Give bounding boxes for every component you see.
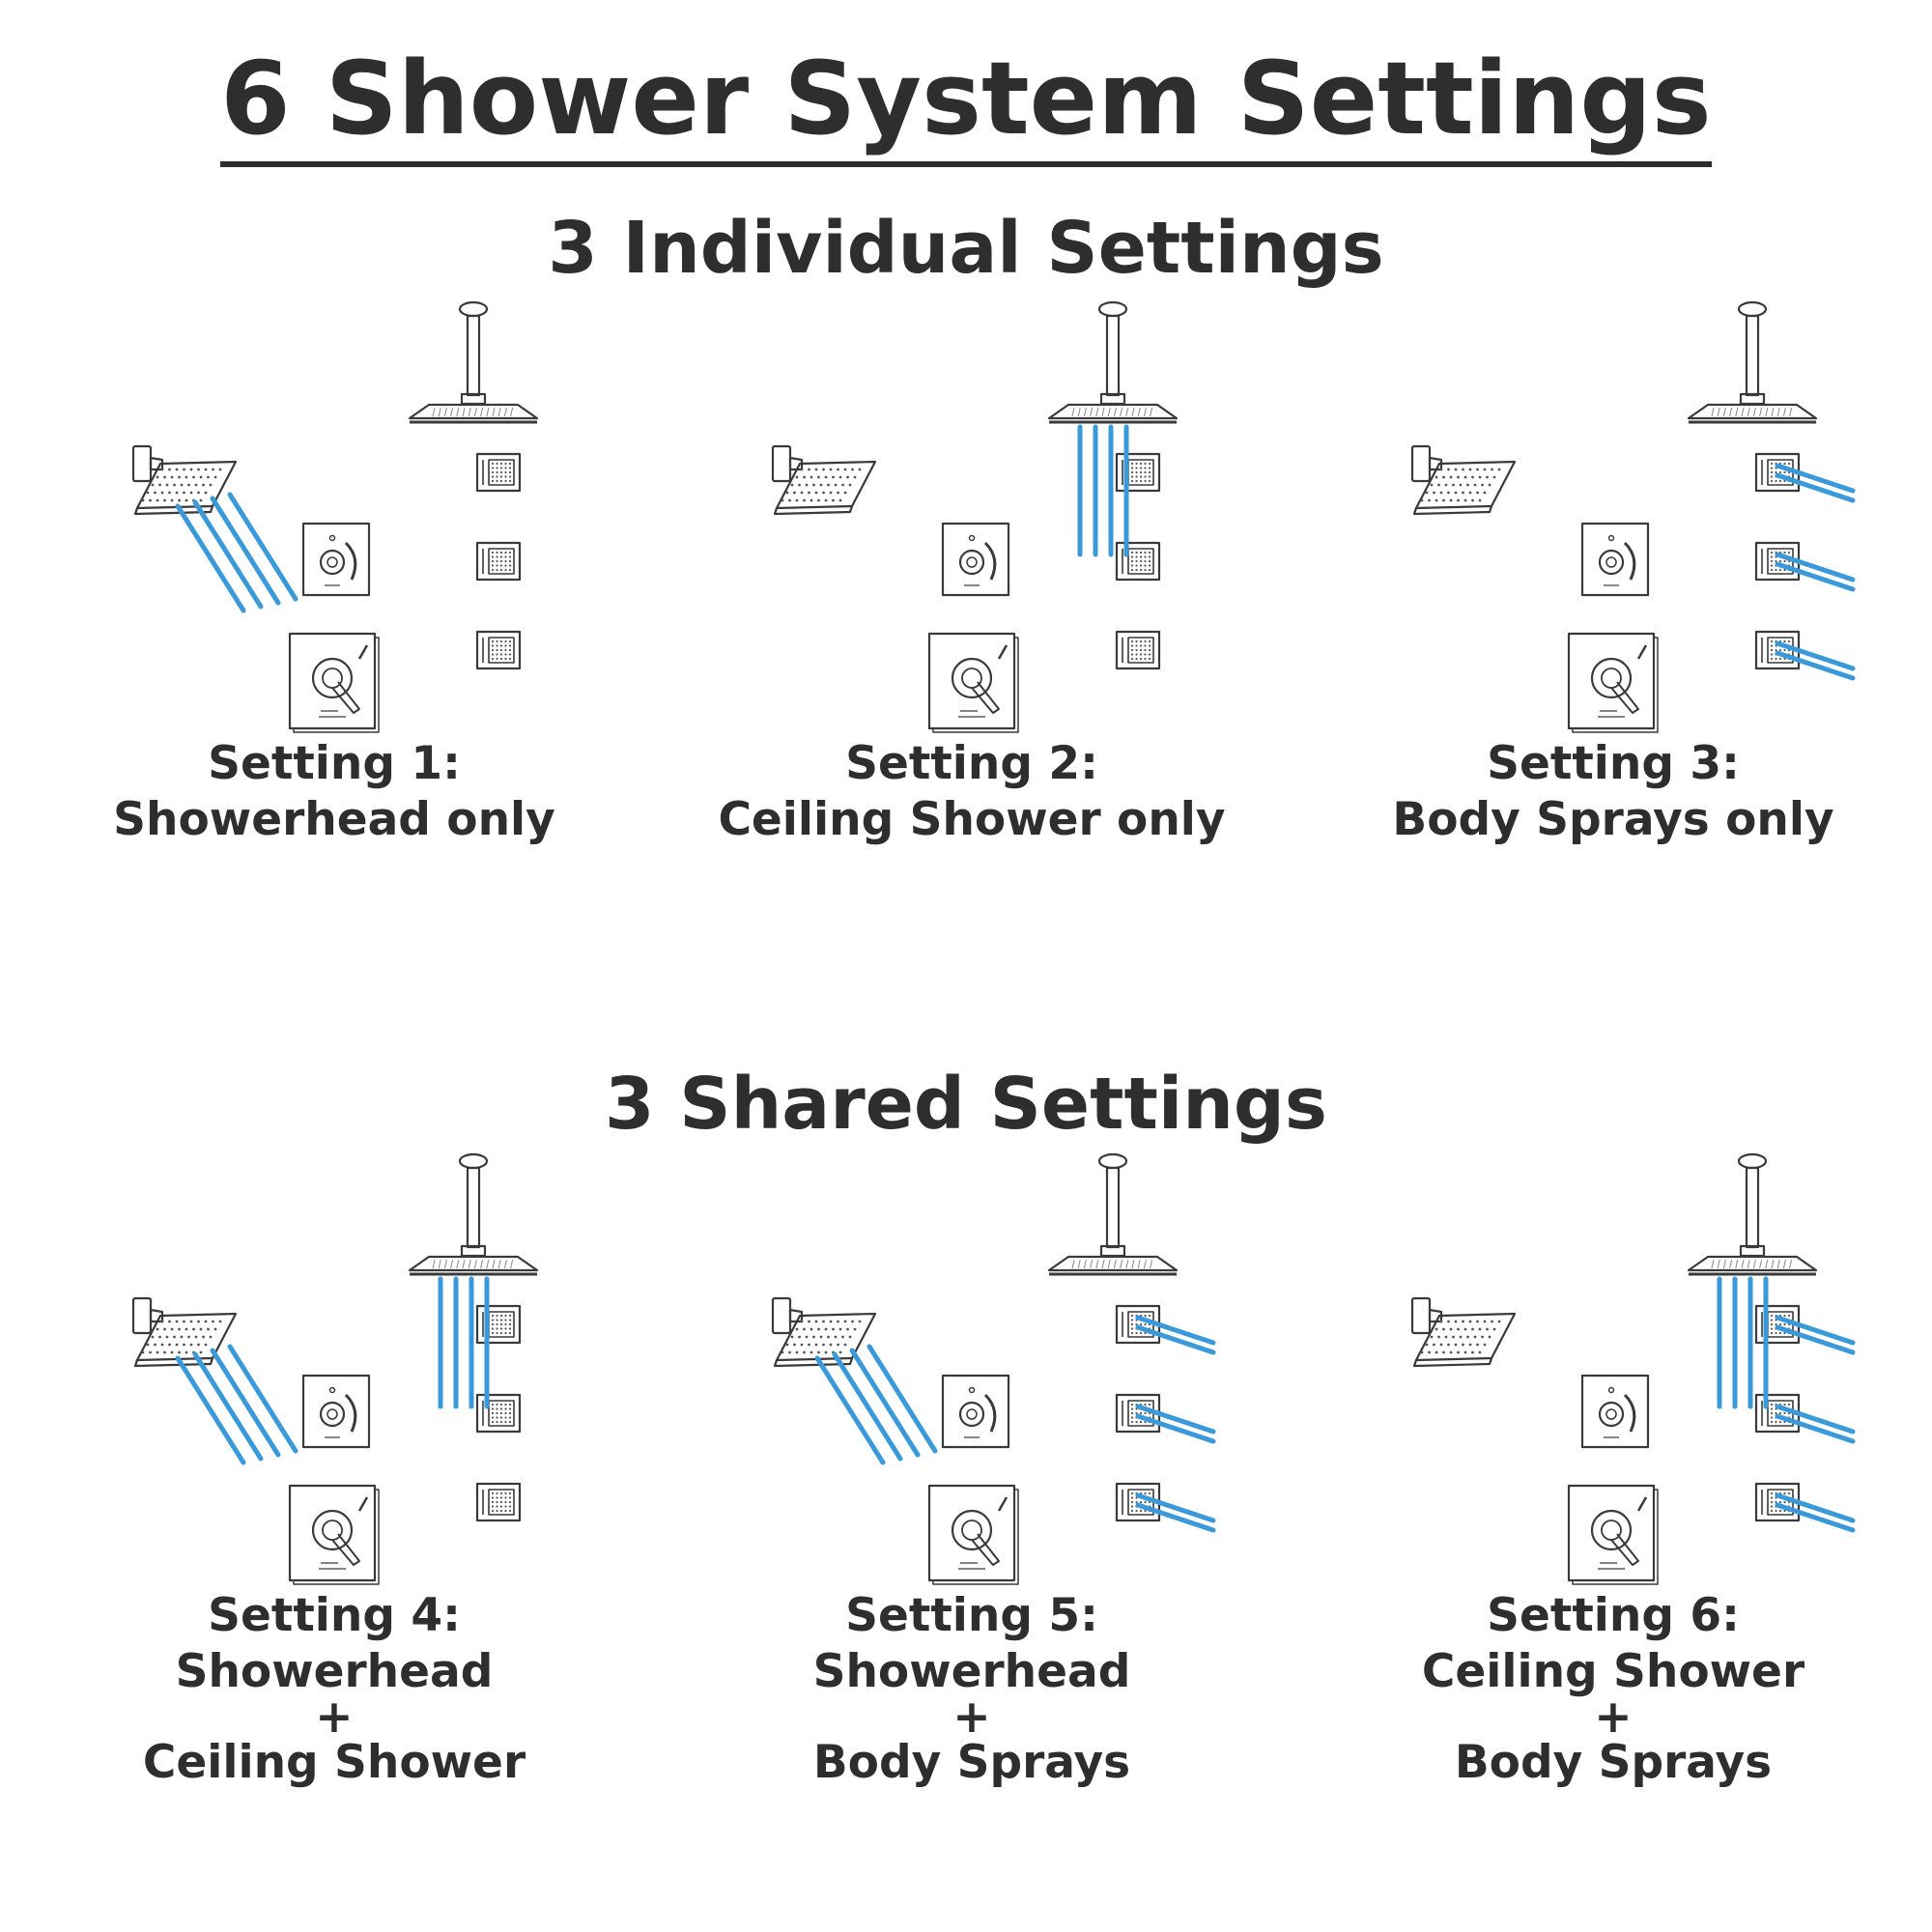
setting-3-diagram <box>1410 300 1856 733</box>
setting-1-label: Setting 1: Showerhead only <box>25 736 643 848</box>
body-spray-icon <box>475 452 522 493</box>
showerhead-water-stream <box>192 499 264 610</box>
body-spray-water-stream <box>1135 1502 1216 1533</box>
setting-description: Body Sprays <box>1454 1736 1773 1789</box>
diverter-valve-icon <box>941 1374 1010 1449</box>
diverter-valve-icon <box>301 1374 371 1449</box>
thermostatic-valve-icon <box>1567 632 1659 733</box>
setting-heading: Setting 2: <box>845 737 1098 790</box>
ceiling-shower-icon <box>1687 300 1818 424</box>
showerhead-water-stream <box>814 1355 886 1465</box>
body-spray-icon <box>475 1482 522 1522</box>
diverter-valve-icon <box>301 522 371 597</box>
thermostatic-valve-icon <box>288 632 380 733</box>
setting-6-diagram <box>1410 1152 1856 1585</box>
body-spray-icon <box>475 630 522 670</box>
body-spray-water-stream <box>1135 1404 1216 1435</box>
showerhead-water-stream <box>175 503 246 613</box>
showerhead-water-stream <box>227 492 298 602</box>
body-spray-icon <box>1115 541 1161 582</box>
thermostatic-valve-icon <box>927 1484 1019 1585</box>
showerhead-icon <box>771 444 877 516</box>
setting-description: Ceiling Shower <box>1421 1645 1805 1698</box>
diverter-valve-icon <box>1580 1374 1650 1449</box>
body-spray-water-stream <box>1775 1404 1856 1435</box>
body-spray-water-stream <box>1775 640 1856 671</box>
thermostatic-valve-icon <box>288 1484 380 1585</box>
showerhead-water-stream <box>210 496 281 606</box>
ceiling-shower-icon <box>408 300 539 424</box>
setting-5-label: Setting 5: Showerhead + Body Sprays <box>663 1588 1281 1791</box>
section-title-individual: 3 Individual Settings <box>548 207 1384 290</box>
diverter-valve-icon <box>1580 522 1650 597</box>
plus-sign: + <box>315 1690 354 1744</box>
showerhead-icon <box>1410 1296 1517 1368</box>
setting-description: Showerhead <box>175 1645 494 1698</box>
ceiling-shower-icon <box>1687 1152 1818 1276</box>
ceiling-shower-icon <box>1047 300 1179 424</box>
showerhead-water-stream <box>210 1348 281 1458</box>
ceiling-shower-icon <box>408 1152 539 1276</box>
setting-description: Body Sprays only <box>1392 793 1834 846</box>
showerhead-icon <box>1410 444 1517 516</box>
setting-2-diagram <box>771 300 1179 733</box>
setting-heading: Setting 1: <box>208 737 461 790</box>
setting-1-diagram <box>131 300 539 733</box>
body-spray-water-stream <box>1775 552 1856 582</box>
showerhead-water-stream <box>867 1344 938 1454</box>
plus-sign: + <box>1594 1690 1633 1744</box>
body-spray-icon <box>1115 630 1161 670</box>
body-spray-water-stream <box>1775 561 1856 592</box>
thermostatic-valve-icon <box>927 632 1019 733</box>
setting-6-label: Setting 6: Ceiling Shower + Body Sprays <box>1304 1588 1922 1791</box>
setting-heading: Setting 5: <box>845 1589 1098 1642</box>
body-spray-water-stream <box>1775 1502 1856 1533</box>
body-spray-icon <box>475 541 522 582</box>
body-spray-water-stream <box>1775 1324 1856 1355</box>
setting-heading: Setting 6: <box>1487 1589 1740 1642</box>
body-spray-water-stream <box>1135 1324 1216 1355</box>
showerhead-water-stream <box>175 1355 246 1465</box>
thermostatic-valve-icon <box>1567 1484 1659 1585</box>
body-spray-water-stream <box>1775 1413 1856 1444</box>
setting-description: Showerhead <box>812 1645 1131 1698</box>
setting-4-diagram <box>131 1152 539 1585</box>
setting-4-label: Setting 4: Showerhead + Ceiling Shower <box>25 1588 643 1791</box>
body-spray-water-stream <box>1135 1492 1216 1523</box>
body-spray-water-stream <box>1775 1315 1856 1346</box>
section-title-shared: 3 Shared Settings <box>605 1063 1327 1146</box>
setting-description: Showerhead only <box>113 793 555 846</box>
body-spray-icon <box>1115 452 1161 493</box>
diverter-valve-icon <box>941 522 1010 597</box>
showerhead-water-stream <box>227 1344 298 1454</box>
ceiling-shower-icon <box>1047 1152 1179 1276</box>
showerhead-icon <box>131 444 238 516</box>
setting-description: Ceiling Shower only <box>718 793 1226 846</box>
body-spray-water-stream <box>1775 472 1856 503</box>
setting-description: Ceiling Shower <box>142 1736 526 1789</box>
showerhead-water-stream <box>832 1351 903 1462</box>
showerhead-water-stream <box>192 1351 264 1462</box>
body-spray-water-stream <box>1135 1413 1216 1444</box>
body-spray-icon <box>475 1304 522 1345</box>
body-spray-water-stream <box>1135 1315 1216 1346</box>
showerhead-water-stream <box>849 1348 921 1458</box>
setting-5-diagram <box>771 1152 1216 1585</box>
body-spray-water-stream <box>1775 650 1856 681</box>
setting-3-label: Setting 3: Body Sprays only <box>1304 736 1922 848</box>
showerhead-icon <box>131 1296 238 1368</box>
setting-description: Body Sprays <box>812 1736 1131 1789</box>
plus-sign: + <box>952 1690 991 1744</box>
setting-heading: Setting 4: <box>208 1589 461 1642</box>
setting-2-label: Setting 2: Ceiling Shower only <box>663 736 1281 848</box>
setting-heading: Setting 3: <box>1487 737 1740 790</box>
body-spray-water-stream <box>1775 463 1856 494</box>
showerhead-icon <box>771 1296 877 1368</box>
body-spray-icon <box>475 1393 522 1434</box>
body-spray-water-stream <box>1775 1492 1856 1523</box>
page-title: 6 Shower System Settings <box>0 40 1932 167</box>
